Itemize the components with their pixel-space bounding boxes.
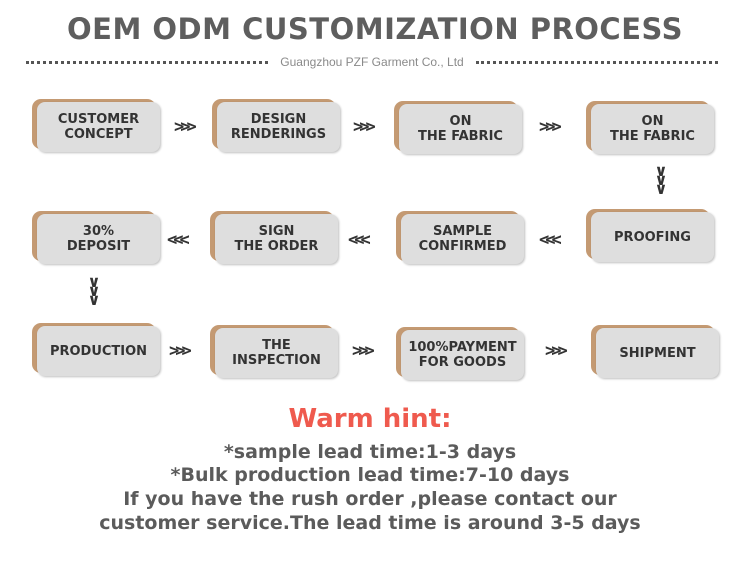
company-name: Guangzhou PZF Garment Co., Ltd: [280, 55, 464, 69]
warm-hint-title: Warm hint:: [288, 404, 452, 434]
page-title: OEM ODM CUSTOMIZATION PROCESS: [66, 12, 683, 46]
right-arrow-icon: >>>: [545, 341, 568, 361]
step-on-the-fabric-1: ON THE FABRIC: [394, 101, 522, 154]
left-arrow-icon: <<<: [539, 230, 562, 250]
step-label: SHIPMENT: [619, 345, 696, 361]
step-100-payment: 100%PAYMENT FOR GOODS: [396, 327, 524, 380]
step-label: 100%PAYMENT FOR GOODS: [408, 340, 517, 370]
step-label: THE INSPECTION: [232, 338, 321, 368]
hint-line-bulk: *Bulk production lead time:7-10 days: [170, 464, 570, 486]
step-the-inspection: THE INSPECTION: [210, 325, 338, 378]
step-label: SIGN THE ORDER: [234, 224, 319, 254]
dotted-divider-right: [475, 60, 719, 64]
right-arrow-icon: >>>: [539, 117, 562, 137]
step-on-the-fabric-2: ON THE FABRIC: [586, 101, 714, 154]
step-label: ON THE FABRIC: [610, 114, 695, 144]
left-arrow-icon: <<<: [348, 230, 371, 250]
step-30-deposit: 30% DEPOSIT: [32, 211, 160, 264]
right-arrow-icon: >>>: [169, 341, 192, 361]
right-arrow-icon: >>>: [174, 117, 197, 137]
step-label: PRODUCTION: [49, 343, 148, 359]
step-shipment: SHIPMENT: [591, 325, 719, 378]
hint-line-rush: If you have the rush order ,please conta…: [123, 488, 617, 510]
step-sample-confirmed: SAMPLE CONFIRMED: [396, 211, 524, 264]
hint-line-sample: *sample lead time:1-3 days: [223, 441, 517, 463]
step-label: CUSTOMER CONCEPT: [57, 112, 140, 142]
step-label: SAMPLE CONFIRMED: [418, 224, 507, 254]
left-arrow-icon: <<<: [167, 230, 190, 250]
right-arrow-icon: >>>: [352, 341, 375, 361]
subtitle-row: Guangzhou PZF Garment Co., Ltd: [26, 52, 719, 72]
step-label: ON THE FABRIC: [418, 114, 503, 144]
step-customer-concept: CUSTOMER CONCEPT: [32, 99, 160, 152]
step-production: PRODUCTION: [32, 323, 160, 376]
right-arrow-icon: >>>: [353, 117, 376, 137]
hint-line-lead-time: customer service.The lead time is around…: [99, 512, 641, 534]
step-sign-the-order: SIGN THE ORDER: [210, 211, 338, 264]
down-arrow-icon: ∨∨∨: [654, 161, 668, 198]
dotted-divider-left: [26, 60, 269, 64]
step-label: PROOFING: [614, 229, 691, 245]
down-arrow-icon: ∨∨∨: [87, 272, 101, 309]
step-label: 30% DEPOSIT: [66, 224, 131, 254]
step-proofing: PROOFING: [586, 209, 714, 262]
step-label: DESIGN RENDERINGS: [230, 112, 327, 142]
step-design-renderings: DESIGN RENDERINGS: [212, 99, 340, 152]
